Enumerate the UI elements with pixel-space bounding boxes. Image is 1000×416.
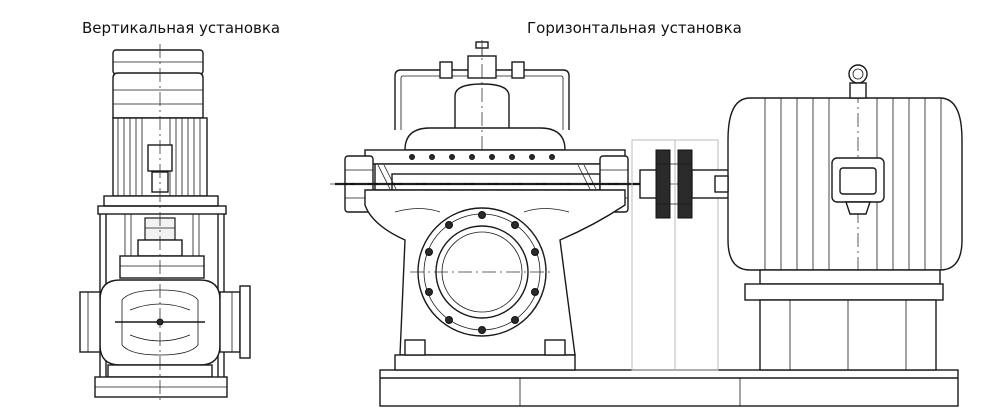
horizontal-base-frame [379,369,959,407]
pump-feet [394,354,576,371]
vertical-discharge-flange [219,291,241,353]
vertical-installation-caption: Вертикальная установка [82,19,281,37]
coupling-half-motor [677,149,693,219]
vertical-motor-housing [112,72,204,119]
horizontal-pump-unit [330,40,963,407]
coupling-half-pump [655,149,671,219]
vertical-motor-flange [103,195,219,207]
lifting-eye [848,64,868,84]
motor-mount [744,283,944,301]
horizontal-installation-caption: Горизонтальная установка [527,19,742,37]
vertical-pump-unit [79,44,251,400]
vertical-suction-flange [79,291,101,353]
